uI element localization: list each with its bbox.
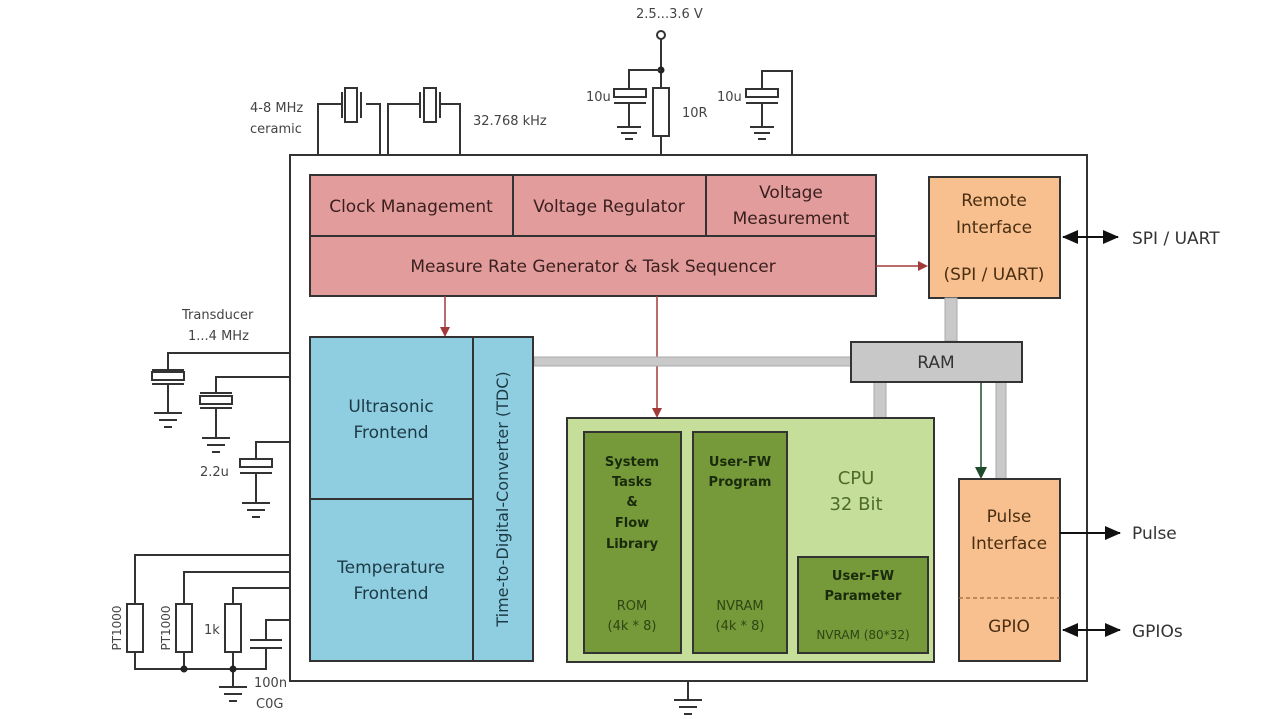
program-nvram-block (692, 431, 788, 654)
cap-2-label: 10u (717, 90, 742, 105)
ground-icon (674, 681, 702, 715)
supply-voltage-label: 2.5...3.6 V (636, 7, 703, 22)
frontend-block (309, 336, 534, 662)
rom-title-line4: Flow (615, 516, 649, 531)
ram-label: RAM (917, 353, 954, 373)
pt1000-sensor-icon (126, 554, 290, 670)
crystal-2-label: 32.768 kHz (473, 114, 547, 129)
cpu-label-line1: CPU (838, 468, 875, 489)
rom-title-line1: System (605, 455, 659, 470)
remote-interface-line2: Interface (956, 218, 1032, 238)
program-title-line1: User-FW (709, 455, 771, 470)
program-size-line1: NVRAM (716, 599, 763, 614)
pulse-interface-block (958, 478, 1061, 662)
temp-cap-label-line1: 100n (254, 676, 287, 691)
program-title-line2: Program (709, 475, 772, 490)
gpios-output-label: GPIOs (1132, 622, 1183, 642)
temperature-frontend-line1: Temperature (336, 558, 445, 578)
remote-interface-block (928, 176, 1061, 299)
transducer-label-line2: 1...4 MHz (188, 329, 249, 344)
reference-resistor-icon (219, 587, 290, 702)
task-sequencer-block: Measure Rate Generator & Task Sequencer (410, 257, 775, 277)
rom-title-line5: Library (606, 537, 659, 552)
pulse-interface-line2: Interface (971, 534, 1047, 554)
param-title-line2: Parameter (825, 589, 903, 604)
resistor-icon (652, 87, 670, 155)
param-size: NVRAM (80*32) (816, 628, 909, 642)
crystal-1-label-line1: 4-8 MHz (250, 101, 303, 116)
program-size-line2: (4k * 8) (716, 619, 765, 634)
capacitor-icon (745, 70, 793, 155)
crystal-32khz-icon (387, 87, 461, 155)
parameter-nvram-block (797, 556, 929, 654)
temperature-frontend-line2: Frontend (353, 584, 428, 604)
pulse-interface-line1: Pulse (987, 507, 1032, 527)
rom-size-line2: (4k * 8) (608, 619, 657, 634)
ultrasonic-frontend-line2: Frontend (353, 423, 428, 443)
cpu-label-line2: 32 Bit (829, 494, 882, 515)
ceramic-resonator-icon (317, 87, 381, 155)
crystal-1-label-line2: ceramic (250, 122, 302, 137)
transducer-label-line1: Transducer (181, 308, 254, 323)
transducer-icon (199, 376, 290, 453)
voltage-regulator-block: Voltage Regulator (533, 197, 684, 217)
voltage-measurement-line2: Measurement (733, 209, 850, 229)
pt1000-sensor-icon (175, 571, 290, 673)
remote-interface-line1: Remote (961, 191, 1027, 211)
param-title-line1: User-FW (832, 569, 894, 584)
transducer-icon (151, 352, 290, 428)
pt1000-b-label: PT1000 (159, 605, 173, 650)
capacitor-icon (239, 441, 290, 518)
voltage-measurement-line1: Voltage (759, 183, 823, 203)
rom-title-line3: & (626, 495, 637, 510)
control-block (309, 174, 877, 297)
ref-resistor-label: 1k (204, 623, 220, 638)
rom-block (583, 431, 682, 654)
ultrasonic-frontend-line1: Ultrasonic (348, 397, 433, 417)
transducer-cap-label: 2.2u (200, 465, 229, 480)
temp-cap-label-line2: C0G (256, 697, 283, 712)
cap-1-label: 10u (586, 90, 611, 105)
remote-interface-line3: (SPI / UART) (944, 265, 1045, 285)
pulse-output-label: Pulse (1132, 524, 1177, 544)
ram-block (850, 341, 1023, 383)
clock-management-block: Clock Management (329, 197, 493, 217)
capacitor-icon (613, 69, 661, 140)
rom-size-line1: ROM (617, 599, 647, 614)
pt1000-a-label: PT1000 (110, 605, 124, 650)
rom-title-line2: Tasks (612, 475, 652, 490)
capacitor-icon (250, 619, 290, 649)
tdc-label: Time-to-Digital-Converter (TDC) (493, 371, 512, 627)
spi-uart-output-label: SPI / UART (1132, 229, 1220, 249)
resistor-label: 10R (682, 106, 708, 121)
gpio-label: GPIO (988, 617, 1030, 637)
